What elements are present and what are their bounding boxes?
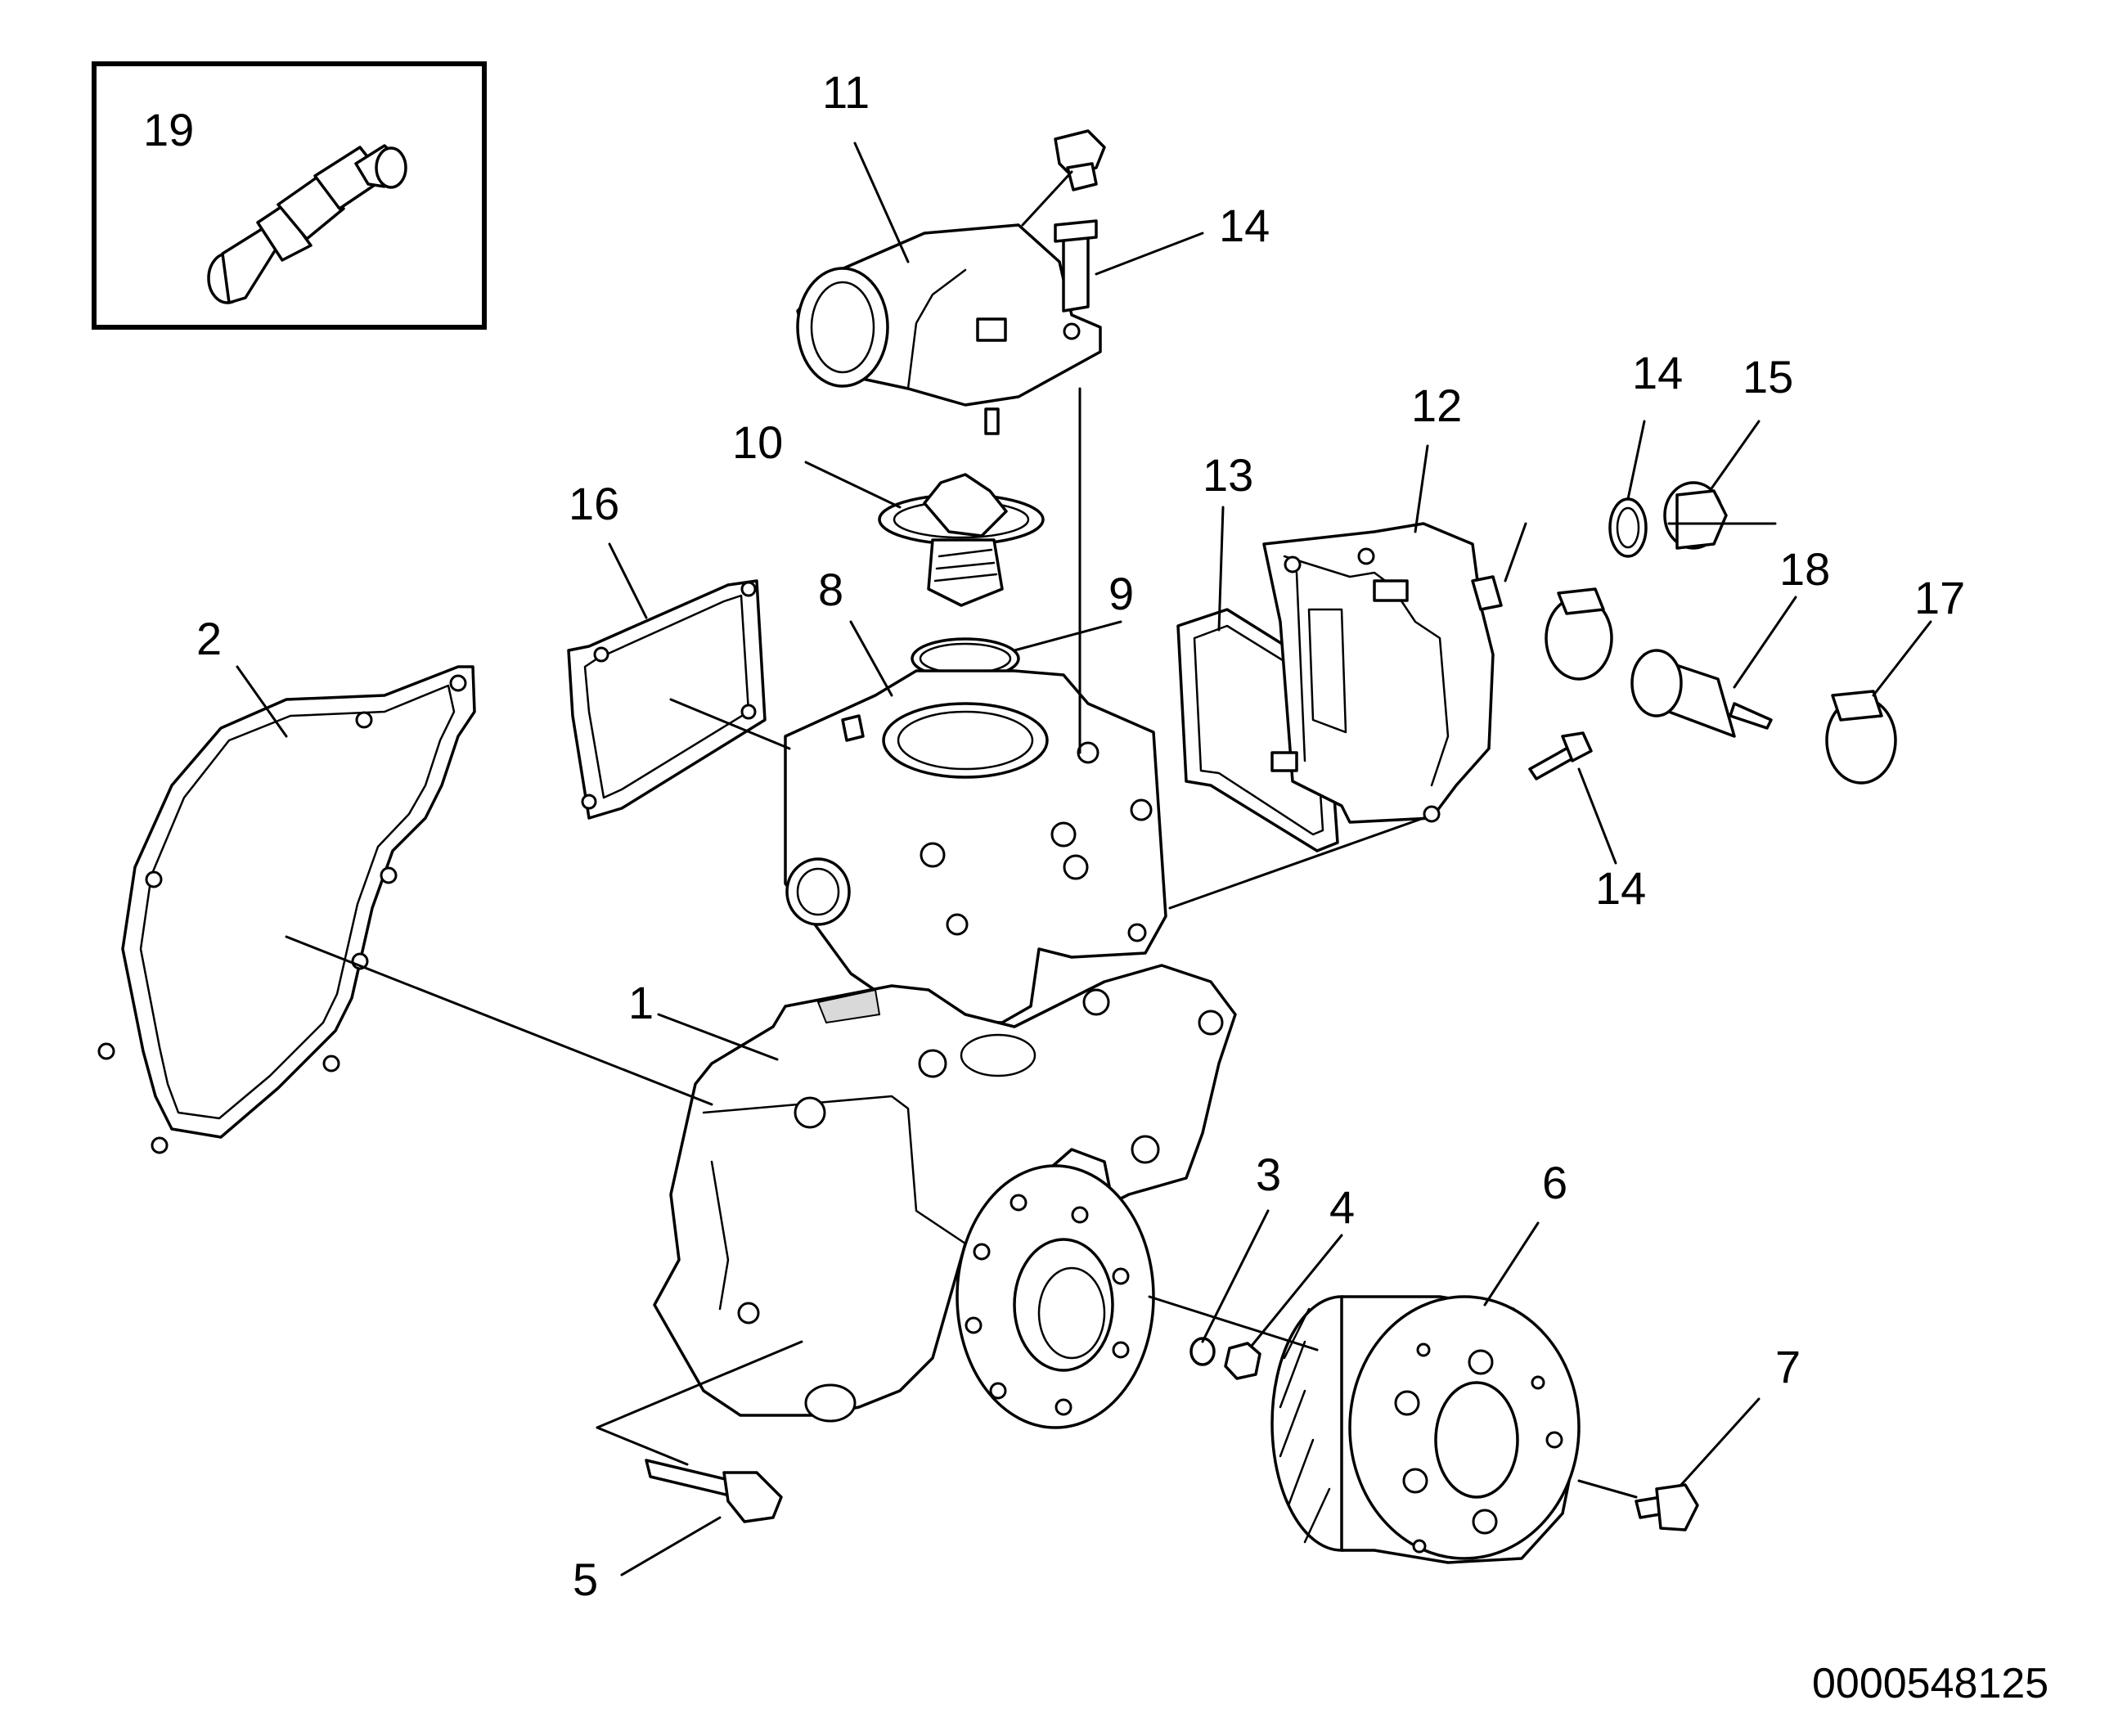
leader-lines bbox=[236, 142, 1932, 1576]
callout-17: 17 bbox=[1914, 572, 1965, 623]
callout-14-c: 14 bbox=[1595, 862, 1646, 914]
bolt-part-14-side bbox=[1528, 731, 1593, 780]
washer-part-3 bbox=[1189, 1337, 1216, 1366]
callout-10: 10 bbox=[732, 416, 783, 468]
callout-14-b: 14 bbox=[1632, 347, 1683, 398]
bolt-part-5 bbox=[645, 1459, 783, 1523]
document-number: 0000548125 bbox=[1812, 1660, 2048, 1707]
bolt-part-14-top bbox=[1054, 219, 1098, 313]
pump-gasket-part-2 bbox=[97, 665, 476, 1154]
callout-18: 18 bbox=[1779, 543, 1830, 595]
callout-12: 12 bbox=[1411, 380, 1462, 431]
callout-8: 8 bbox=[818, 564, 843, 615]
callout-7: 7 bbox=[1775, 1341, 1801, 1392]
callout-3: 3 bbox=[1256, 1149, 1281, 1200]
water-pump-body-part-1 bbox=[653, 964, 1237, 1423]
callout-14: 14 bbox=[1219, 200, 1270, 251]
hose-part-18 bbox=[1630, 649, 1773, 738]
pump-hub-flange bbox=[956, 1164, 1155, 1429]
callout-11: 11 bbox=[822, 66, 870, 118]
temperature-sensor-part-19 bbox=[207, 144, 407, 304]
thermostat-housing-part-8 bbox=[784, 669, 1167, 1024]
inset-box-sensor bbox=[92, 61, 487, 330]
hose-clamp-part-17 bbox=[1825, 690, 1897, 785]
callout-15: 15 bbox=[1743, 351, 1793, 403]
callout-1: 1 bbox=[628, 977, 654, 1028]
callout-19: 19 bbox=[143, 104, 194, 155]
callout-6: 6 bbox=[1542, 1157, 1567, 1208]
callout-9: 9 bbox=[1108, 568, 1134, 619]
bolt-part-7 bbox=[1635, 1483, 1699, 1531]
cap-part-15 bbox=[1663, 481, 1728, 550]
vent-plug bbox=[1054, 129, 1106, 191]
callout-5: 5 bbox=[573, 1554, 598, 1605]
callout-2: 2 bbox=[196, 613, 222, 664]
nut-part-4 bbox=[1224, 1342, 1261, 1380]
callout-labels: 19 11 14 10 16 8 9 2 13 12 14 15 18 17 1… bbox=[143, 66, 2048, 1707]
callout-13: 13 bbox=[1203, 449, 1253, 501]
water-outlet-housing-part-11 bbox=[796, 223, 1102, 435]
thermostat-housing-gasket-part-16 bbox=[567, 579, 767, 820]
pump-pulley-part-6 bbox=[1270, 1295, 1581, 1564]
callout-16: 16 bbox=[569, 478, 619, 529]
washer-part-14 bbox=[1608, 497, 1648, 558]
hose-clamp-part-17-left bbox=[1545, 587, 1613, 681]
callout-4: 4 bbox=[1329, 1181, 1355, 1233]
thermostat-part-10 bbox=[878, 473, 1045, 607]
housing-cover-part-12 bbox=[1262, 522, 1503, 824]
